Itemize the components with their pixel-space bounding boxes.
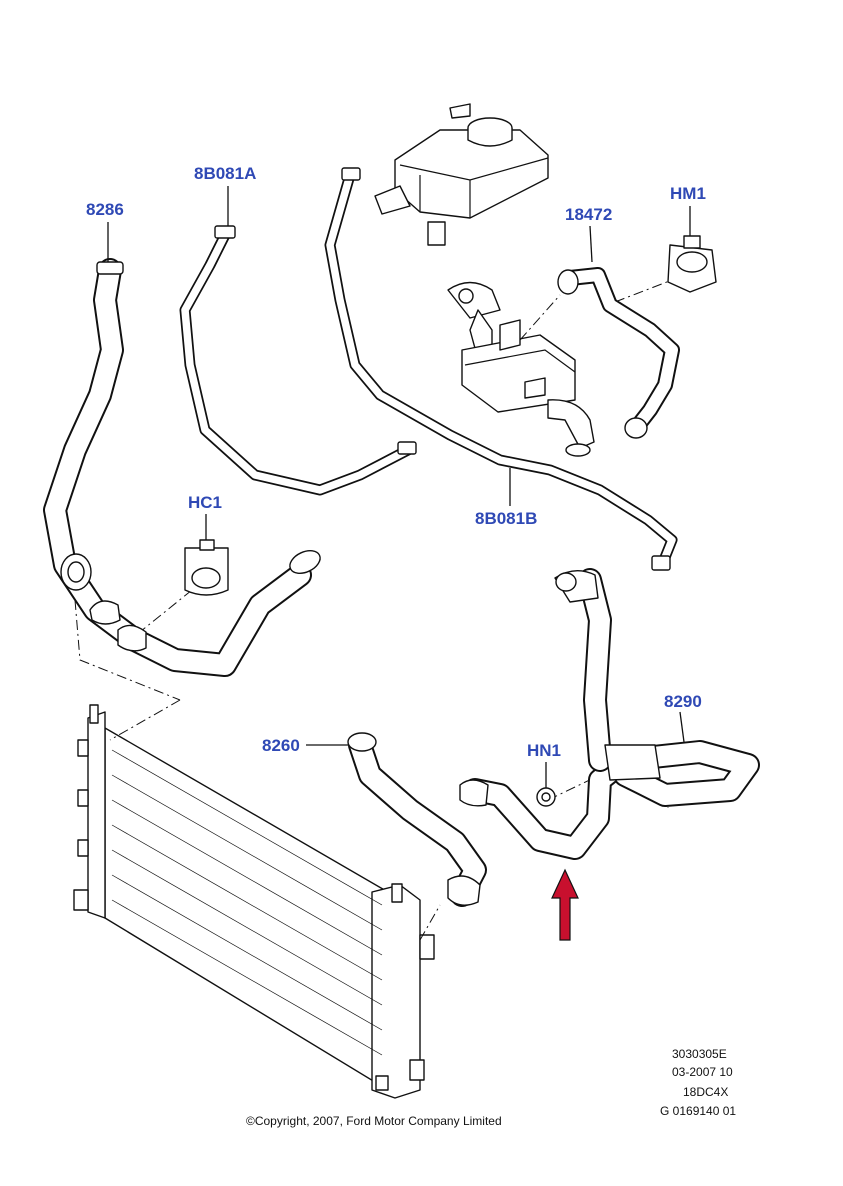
label-hm1: HM1 — [670, 184, 706, 203]
copyright-notice: ©Copyright, 2007, Ford Motor Company Lim… — [246, 1114, 502, 1128]
clip-hn1 — [536, 787, 556, 807]
hose-8b081a — [179, 225, 417, 496]
radiator — [73, 704, 435, 1099]
reference-line-4: G 0169140 01 — [660, 1104, 736, 1118]
label-8290: 8290 — [664, 692, 702, 711]
label-8b081b: 8B081B — [475, 509, 537, 528]
label-8286: 8286 — [86, 200, 124, 219]
reference-line-2: 03-2007 10 — [672, 1065, 733, 1079]
egr-cooler — [447, 281, 595, 457]
reference-line-3: 18DC4X — [683, 1085, 728, 1099]
hose-8b081b — [324, 167, 678, 571]
hose-8260 — [347, 732, 487, 907]
label-hc1: HC1 — [188, 493, 222, 512]
leader-lines — [107, 186, 691, 788]
clip-hc1 — [184, 539, 229, 596]
hose-8286 — [43, 258, 321, 677]
reference-line-1: 3030305E — [672, 1047, 727, 1061]
red-arrow-indicator — [551, 868, 579, 941]
label-8b081a: 8B081A — [194, 164, 256, 183]
coolant-expansion-tank — [374, 103, 549, 246]
clip-hm1 — [667, 235, 717, 293]
label-18472: 18472 — [565, 205, 612, 224]
hose-18472 — [557, 267, 680, 439]
label-hn1: HN1 — [527, 741, 561, 760]
hose-8290 — [459, 568, 760, 860]
label-8260: 8260 — [262, 736, 300, 755]
